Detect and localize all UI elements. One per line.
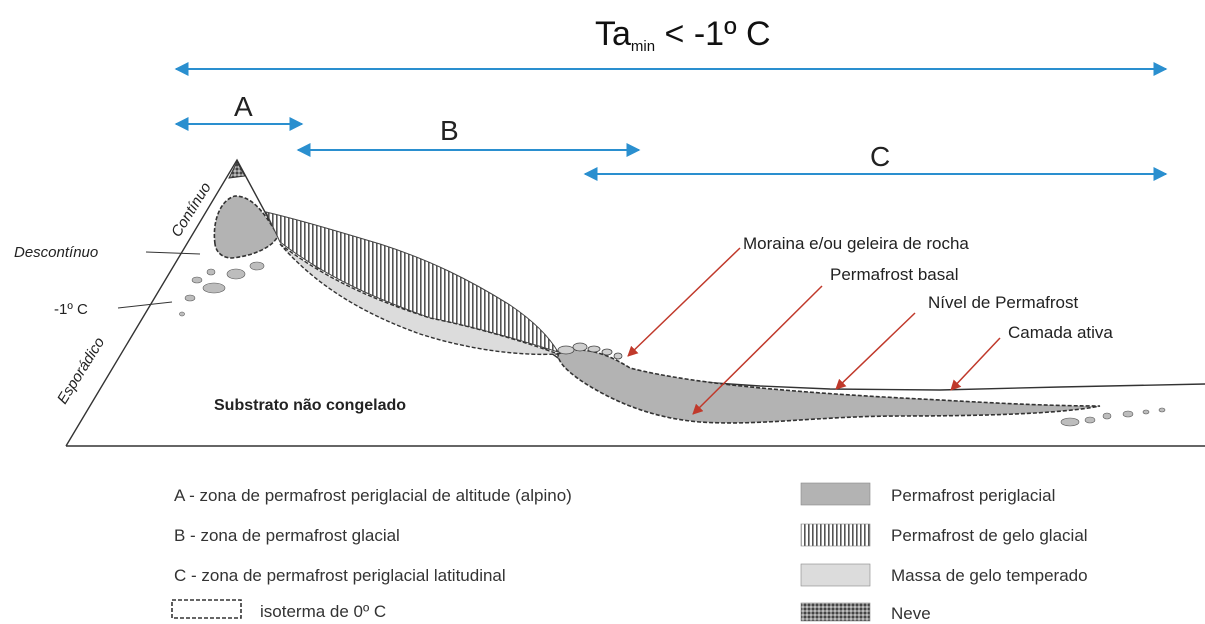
- snow-cap: [228, 160, 246, 179]
- label-moraine: Moraina e/ou geleira de rocha: [743, 234, 969, 253]
- label-sporadic: Esporádico: [54, 334, 108, 407]
- legend-isotherm-swatch: [171, 599, 242, 619]
- label-isotherm-triangle: -1º C: [54, 301, 88, 318]
- legend-zone-c: C - zona de permafrost periglacial latit…: [174, 566, 506, 585]
- label-discontinuous: Descontínuo: [14, 244, 98, 261]
- legend-zone-a: A - zona de permafrost periglacial de al…: [174, 486, 572, 505]
- zone-b-label: B: [440, 115, 459, 146]
- legend-swatch-temperate: [800, 563, 871, 587]
- level-arrow: [835, 312, 916, 390]
- basal-arrow: [692, 285, 823, 415]
- moraine-arrow: [627, 247, 741, 357]
- legend-swatch-glacial: [800, 523, 871, 547]
- legend-swatch-periglacial: [800, 482, 871, 506]
- sporadic-blocks-left: [179, 261, 265, 317]
- legend-glacial: Permafrost de gelo glacial: [891, 526, 1088, 545]
- label-substrate: Substrato não congelado: [214, 397, 406, 414]
- zone-a-label: A: [234, 91, 253, 122]
- glacial-ice-permafrost: [265, 211, 560, 353]
- zone-c-label: C: [870, 141, 890, 172]
- legend-isotherm: isoterma de 0º C: [260, 602, 386, 621]
- legend-zone-b: B - zona de permafrost glacial: [174, 526, 400, 545]
- sporadic-blocks-right: [1060, 407, 1166, 427]
- label-basal: Permafrost basal: [830, 265, 959, 284]
- legend-temperate: Massa de gelo temperado: [891, 566, 1088, 585]
- moraine-blocks: [557, 342, 623, 360]
- latitudinal-permafrost-body: [557, 349, 1101, 424]
- alpine-permafrost-body: [213, 195, 279, 259]
- legend-snow: Neve: [891, 604, 931, 623]
- legend-periglacial: Permafrost periglacial: [891, 486, 1055, 505]
- active-layer-arrow: [950, 337, 1001, 391]
- label-active-layer: Camada ativa: [1008, 323, 1113, 342]
- legend-swatch-snow: [800, 602, 871, 622]
- diagram-title: Tamin < -1º C: [595, 15, 771, 55]
- label-level: Nível de Permafrost: [928, 293, 1078, 312]
- discontinuous-tick: [145, 251, 201, 255]
- isotherm-tick: [117, 301, 173, 309]
